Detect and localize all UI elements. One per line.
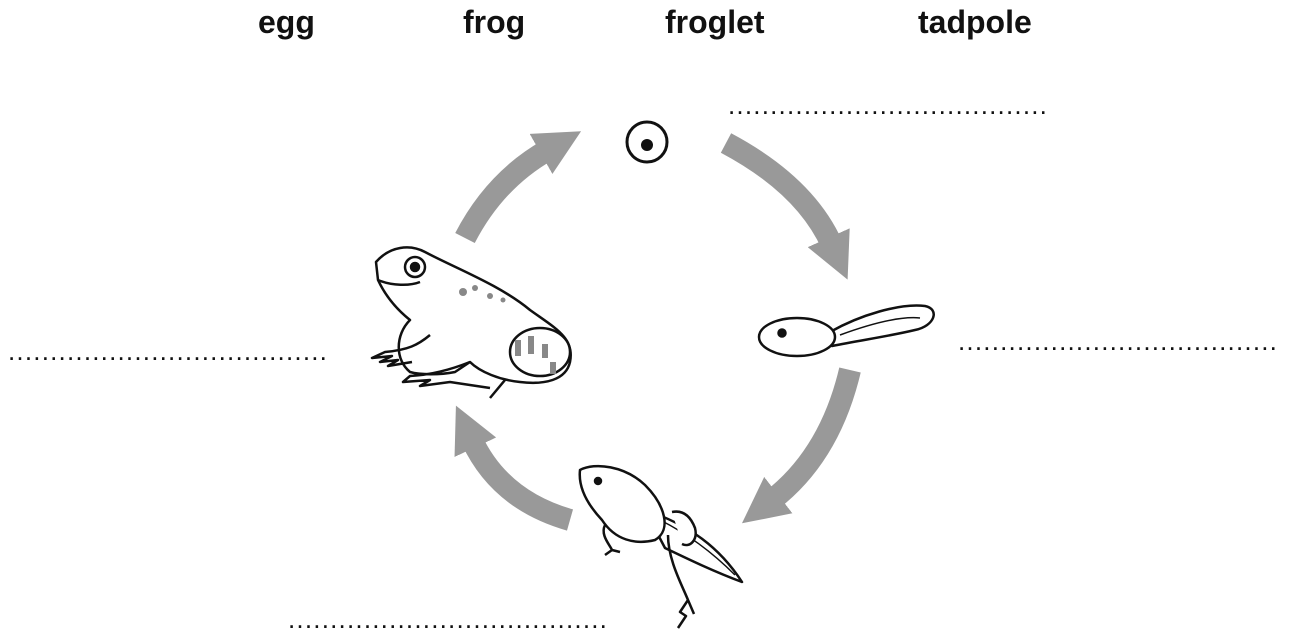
- frog-illustration: [372, 247, 571, 398]
- arrow-egg-to-tadpole: [726, 143, 832, 245]
- egg-illustration: [627, 122, 667, 162]
- tadpole-illustration: [759, 306, 934, 356]
- froglet-illustration: [580, 466, 742, 628]
- arrow-frog-to-egg: [465, 150, 548, 238]
- arrow-tadpole-to-froglet: [772, 370, 850, 500]
- arrow-froglet-to-frog: [472, 440, 570, 520]
